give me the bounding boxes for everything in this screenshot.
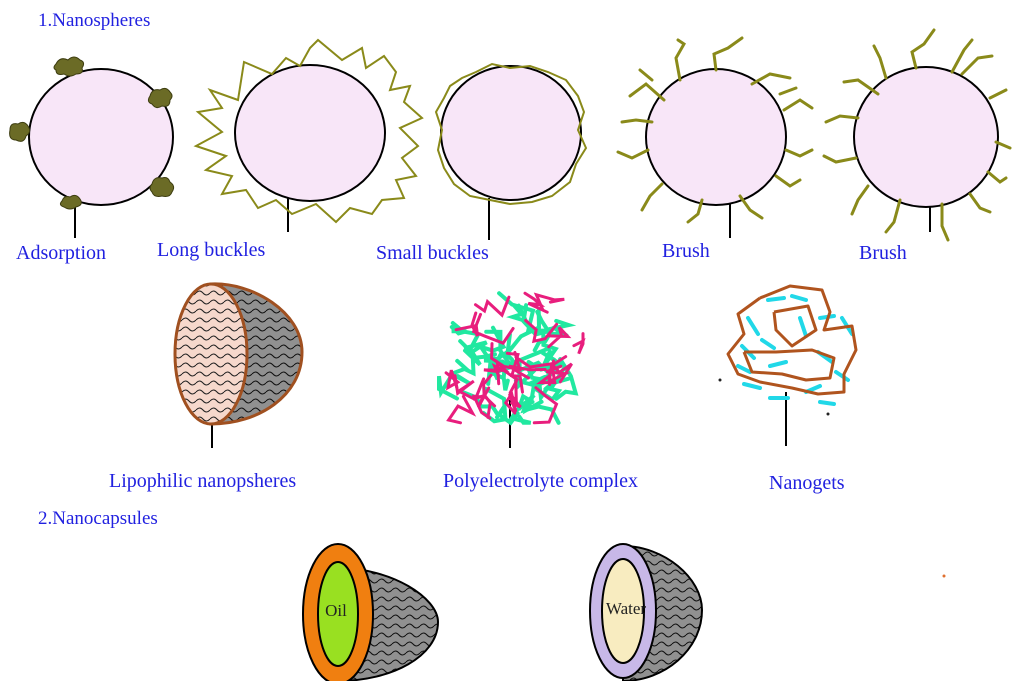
sphere-adsorption bbox=[10, 57, 174, 238]
lipophilic-hemisphere bbox=[175, 284, 302, 448]
nanogel bbox=[719, 286, 857, 446]
sphere-long-buckles bbox=[196, 40, 422, 232]
polyelectrolyte-strand bbox=[536, 295, 564, 310]
water-nanocapsule: Water bbox=[590, 544, 702, 681]
oil-core-label: Oil bbox=[325, 601, 347, 620]
polyelectrolyte-strand bbox=[574, 334, 583, 354]
polyelectrolyte-complex bbox=[439, 293, 583, 448]
water-core-label: Water bbox=[606, 599, 646, 618]
polyelectrolyte-strand bbox=[449, 397, 473, 423]
stray-dot bbox=[943, 575, 946, 578]
sphere-brush-1 bbox=[618, 38, 812, 238]
sphere-brush-2 bbox=[824, 30, 1010, 240]
oil-nanocapsule: Oil bbox=[303, 544, 438, 681]
sphere-small-buckles bbox=[436, 64, 586, 240]
